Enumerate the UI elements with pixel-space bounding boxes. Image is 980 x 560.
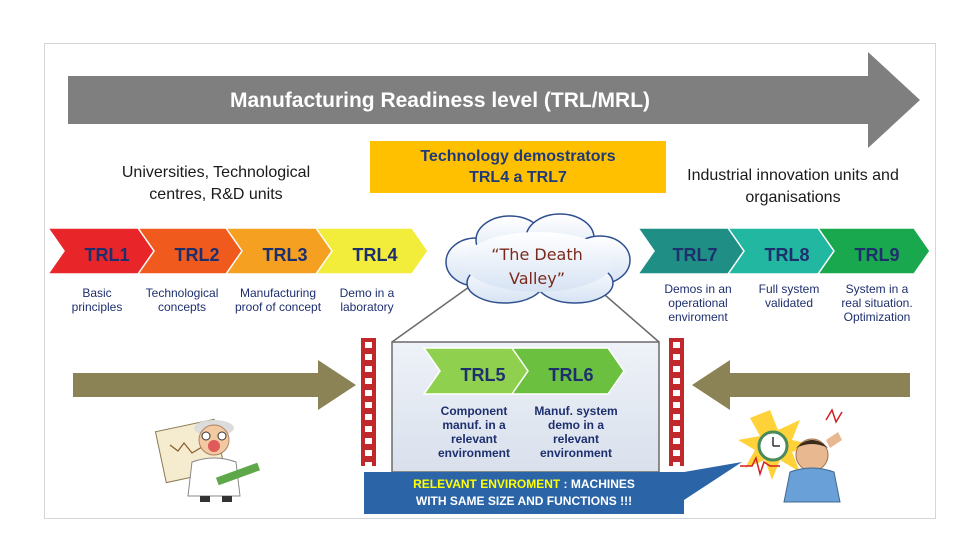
stage-desc-trl8: Full system validated	[758, 282, 820, 310]
stage-label-trl9: TRL9	[854, 245, 900, 265]
callout-line-1: : MACHINES	[560, 477, 635, 491]
funnel-line-left	[391, 281, 477, 343]
stage-label-trl6: TRL6	[548, 365, 594, 385]
right-push-arrow	[692, 360, 910, 410]
relevant-environment-callout: RELEVANT ENVIROMENT : MACHINES WITH SAME…	[364, 472, 684, 514]
stressed-man-illustration	[738, 408, 843, 503]
technology-demonstrators-box: Technology demostrators TRL4 a TRL7	[370, 141, 666, 193]
stage-chevron-trl4	[314, 227, 429, 275]
scientist-illustration	[154, 418, 261, 502]
group-label-right: Industrial innovation units and organisa…	[687, 167, 899, 206]
stage-desc-trl6: Manuf. system demo in a relevant environ…	[534, 404, 618, 460]
stage-desc-trl5: Component manuf. in a relevant environme…	[437, 404, 510, 460]
callout-line-2: WITH SAME SIZE AND FUNCTIONS !!!	[415, 494, 633, 508]
stage-label-trl2: TRL2	[174, 245, 220, 265]
stage-label-trl5: TRL5	[460, 365, 506, 385]
stage-desc-trl4: Demo in a laboratory	[339, 286, 395, 314]
callout-highlight: RELEVANT ENVIROMENT	[413, 477, 561, 491]
stage-label-trl7: TRL7	[672, 245, 718, 265]
death-valley-label: “The Death Valley”	[491, 245, 583, 288]
stage-desc-trl1: Basic principles	[71, 286, 123, 314]
stage-chevron-trl6	[510, 347, 625, 395]
stage-label-trl8: TRL8	[764, 245, 810, 265]
stage-desc-trl7: Demos in an operational enviroment	[664, 282, 732, 324]
stage-chevron-trl9	[816, 227, 931, 275]
diagram-title: Manufacturing Readiness level (TRL/MRL)	[229, 89, 651, 112]
stage-desc-trl3: Manufacturing proof of concept	[234, 286, 322, 314]
right-barrier	[669, 338, 684, 466]
stage-label-trl3: TRL3	[262, 245, 308, 265]
stage-label-trl4: TRL4	[352, 245, 398, 265]
left-push-arrow	[73, 360, 356, 410]
main-progress-arrow	[68, 52, 920, 148]
group-label-left: Universities, Technological centres, R&D…	[121, 164, 311, 203]
demonstrators-line-2: TRL4 a TRL7	[469, 169, 567, 186]
stage-desc-trl2: Technological concepts	[145, 286, 219, 314]
stage-desc-trl9: System in a real situation. Optimization	[841, 282, 913, 324]
left-barrier	[361, 338, 376, 466]
demonstrators-line-1: Technology demostrators	[420, 148, 616, 165]
stage-label-trl1: TRL1	[84, 245, 130, 265]
